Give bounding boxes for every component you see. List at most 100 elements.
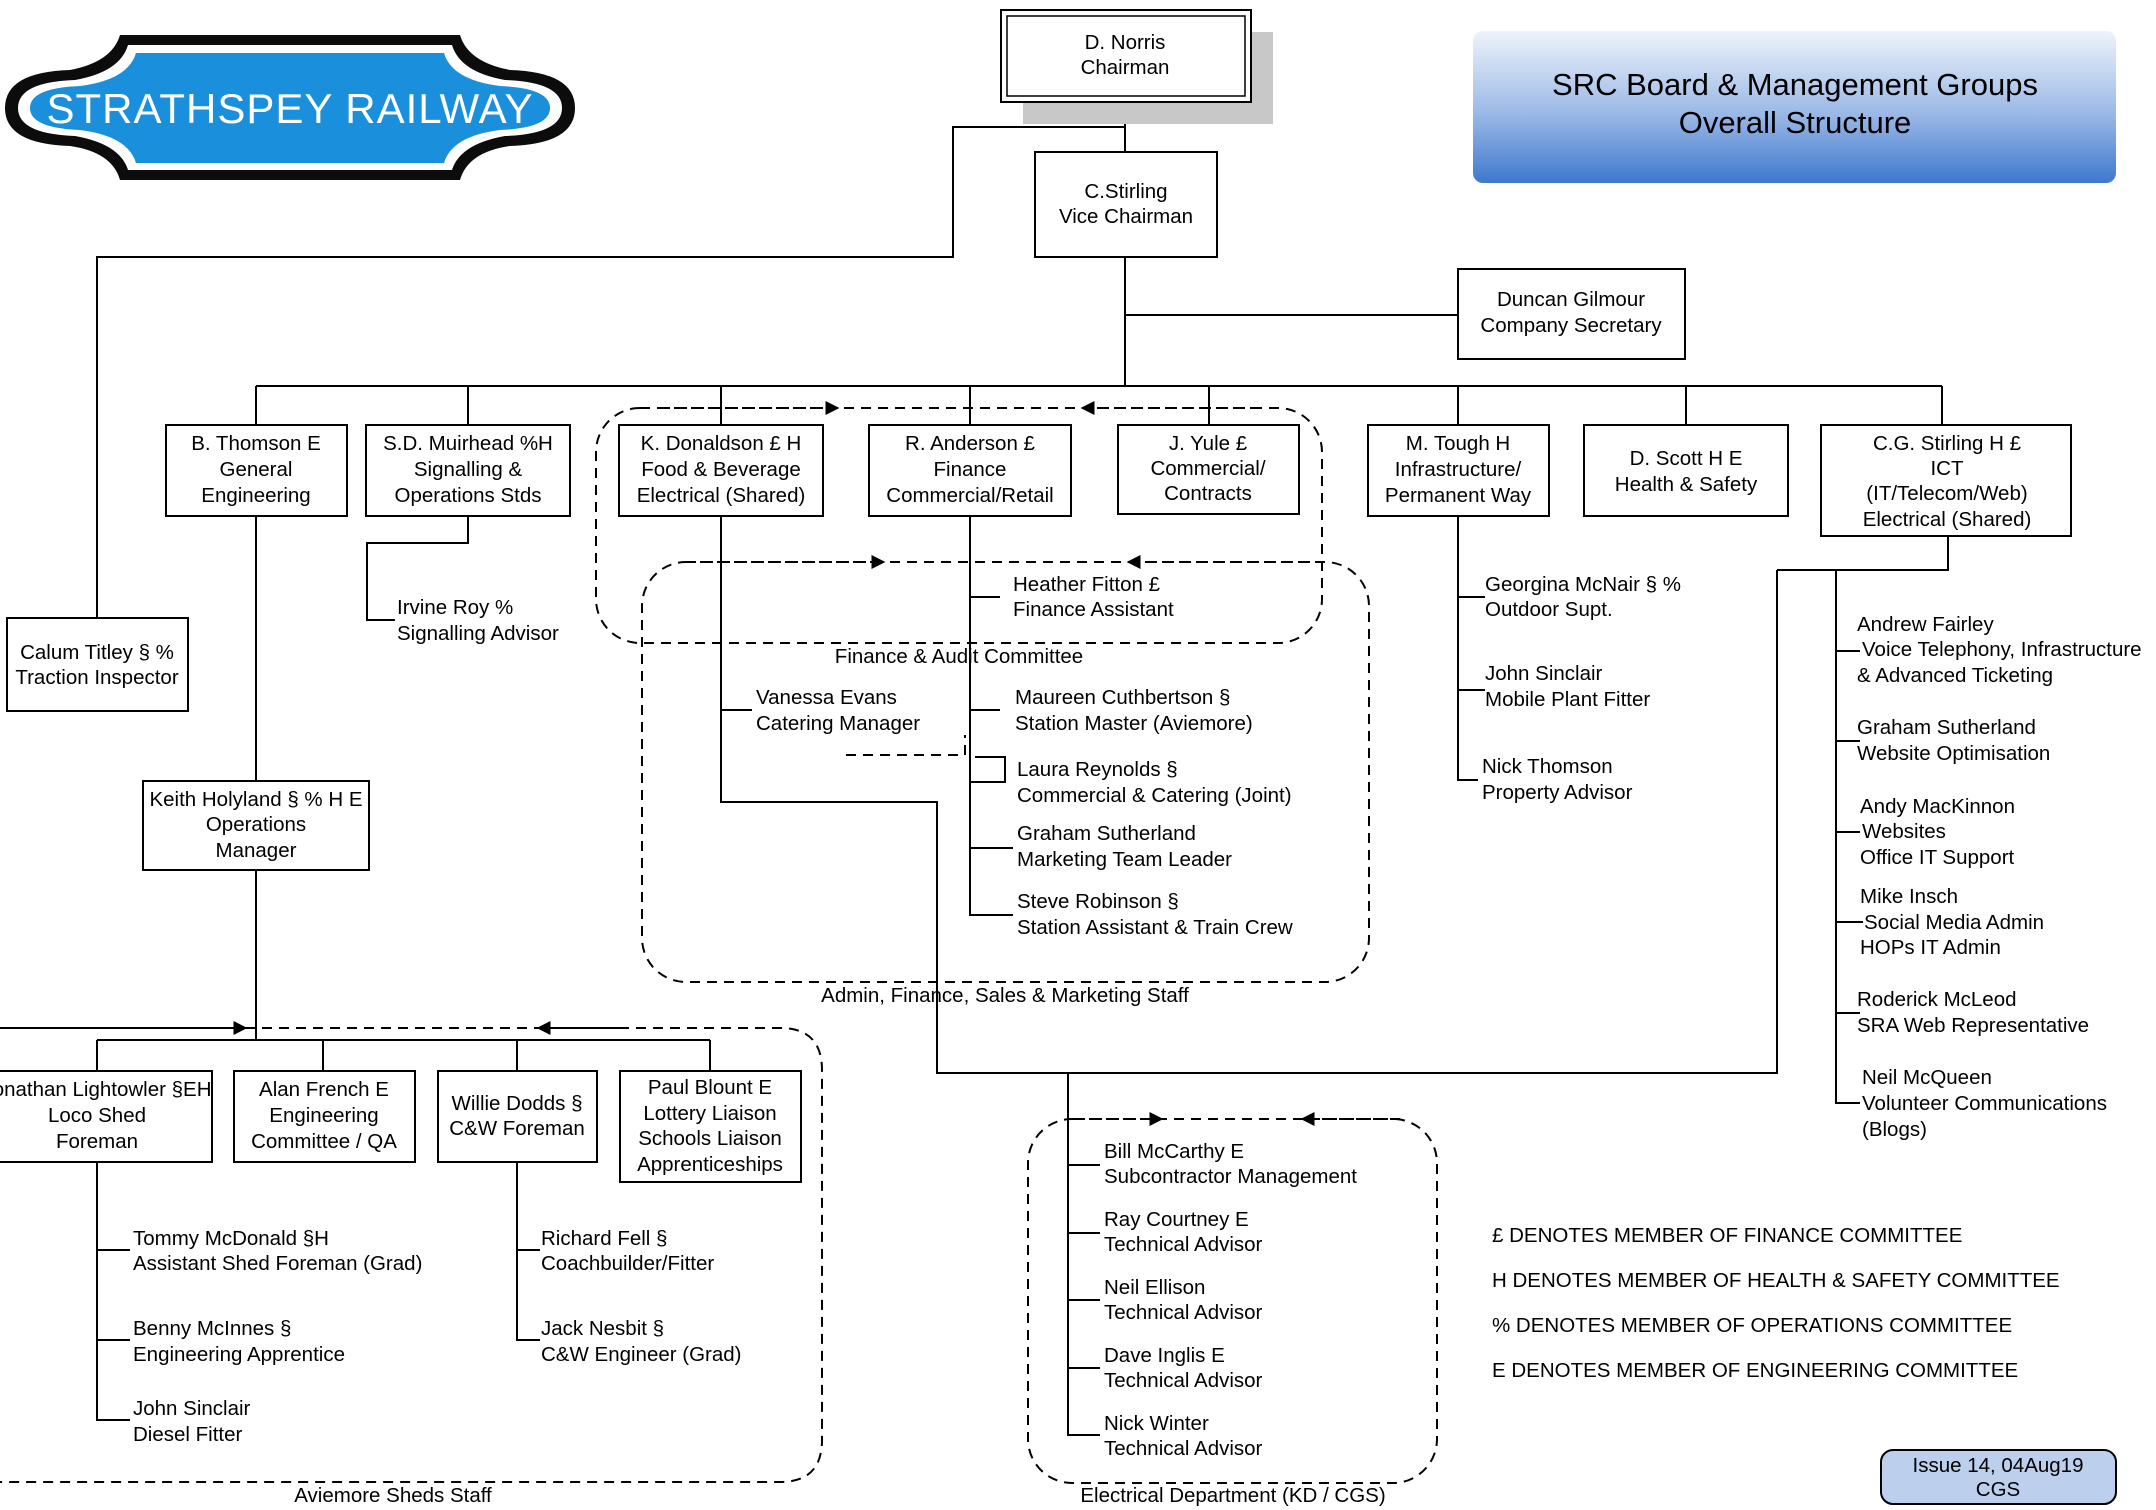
svg-text:Graham Sutherland: Graham Sutherland [1017,822,1196,845]
box-lightowler: Jonathan Lightowler §EH Loco Shed Forema… [0,1070,213,1163]
svg-text:Irvine Roy %: Irvine Roy % [397,596,513,619]
staff-john-sinclair-plant: John Sinclair Mobile Plant Fitter [1485,662,1650,711]
staff-andrew-fairley: Andrew Fairley Voice Telephony, Infrastr… [1857,613,2142,687]
svg-text:Issue 14, 04Aug19: Issue 14, 04Aug19 [1913,1454,2084,1477]
svg-text:Mike Insch: Mike Insch [1860,885,1958,908]
svg-text:Nick Winter: Nick Winter [1104,1412,1209,1435]
aviemore-sheds-label: Aviemore Sheds Staff [294,1484,492,1507]
staff-graham-sutherland-marketing: Graham Sutherland Marketing Team Leader [1017,822,1232,871]
svg-text:R. Anderson £: R. Anderson £ [905,432,1036,455]
staff-richard-fell: Richard Fell § Coachbuilder/Fitter [541,1227,714,1275]
staff-heather-fitton: Heather Fitton £ Finance Assistant [1013,573,1174,621]
box-calum-titley: Calum Titley § % Traction Inspector [6,617,189,712]
svg-text:Neil McQueen: Neil McQueen [1862,1066,1992,1089]
svg-text:John Sinclair: John Sinclair [133,1397,251,1420]
staff-mike-insch: Mike Insch Social Media Admin HOPs IT Ad… [1860,885,2044,959]
svg-text:Finance: Finance [934,458,1007,481]
svg-text:Steve Robinson §: Steve Robinson § [1017,890,1179,913]
svg-text:Engineering: Engineering [269,1104,378,1127]
svg-text:Traction Inspector: Traction Inspector [15,666,178,689]
svg-text:Health & Safety: Health & Safety [1615,473,1758,496]
admin-staff-outline [641,561,1370,983]
box-k-donaldson: K. Donaldson £ H Food & Beverage Electri… [618,424,824,517]
svg-text:Office IT Support: Office IT Support [1860,846,2015,869]
box-r-anderson: R. Anderson £ Finance Commercial/Retail [868,424,1072,517]
svg-text:HOPs IT Admin: HOPs IT Admin [1860,936,2001,959]
admin-staff-label: Admin, Finance, Sales & Marketing Staff [821,984,1189,1007]
svg-text:Commercial/Retail: Commercial/Retail [886,484,1053,507]
staff-graham-sutherland-web: Graham Sutherland Website Optimisation [1857,716,2050,765]
svg-text:Jonathan Lightowler §EH: Jonathan Lightowler §EH [0,1078,212,1101]
staff-roderick-mcleod: Roderick McLeod SRA Web Representative [1857,988,2089,1037]
svg-text:C.G. Stirling H £: C.G. Stirling H £ [1873,432,2022,455]
svg-text:Technical Advisor: Technical Advisor [1104,1369,1263,1392]
box-gilmour: Duncan Gilmour Company Secretary [1457,268,1686,360]
svg-text:Electrical (Shared): Electrical (Shared) [1863,508,2032,531]
svg-text:Voice Telephony, Infrastructur: Voice Telephony, Infrastructure [1862,638,2142,661]
staff-steve-robinson: Steve Robinson § Station Assistant & Tra… [1017,890,1293,939]
box-j-yule: J. Yule £ Commercial/ Contracts [1117,424,1300,515]
svg-text:Commercial & Catering (Joint): Commercial & Catering (Joint) [1017,784,1292,807]
svg-text:Schools Liaison: Schools Liaison [638,1127,782,1150]
svg-text:C.Stirling: C.Stirling [1084,180,1167,203]
svg-text:Committee / QA: Committee / QA [251,1130,397,1153]
staff-nick-thomson: Nick Thomson Property Advisor [1482,755,1633,804]
staff-irvine-roy: Irvine Roy % Signalling Advisor [397,596,559,645]
svg-text:C&W Foreman: C&W Foreman [449,1117,585,1140]
svg-text:SRA Web Representative: SRA Web Representative [1857,1014,2089,1037]
norris-role: Chairman [1081,56,1170,79]
svg-text:Benny McInnes §: Benny McInnes § [133,1317,291,1340]
staff-maureen-cuthbertson: Maureen Cuthbertson § Station Master (Av… [1015,686,1253,735]
svg-text:Websites: Websites [1862,820,1946,843]
svg-text:Property Advisor: Property Advisor [1482,781,1633,804]
svg-text:Calum Titley § %: Calum Titley § % [20,641,174,664]
staff-neil-ellison: Neil Ellison Technical Advisor [1104,1276,1263,1324]
svg-text:Neil Ellison: Neil Ellison [1104,1276,1205,1299]
svg-text:Operations Stds: Operations Stds [395,484,542,507]
svg-text:Permanent Way: Permanent Way [1385,484,1532,507]
svg-text:Ray Courtney E: Ray Courtney E [1104,1208,1249,1231]
svg-text:Signalling &: Signalling & [414,458,523,481]
staff-dave-inglis: Dave Inglis E Technical Advisor [1104,1344,1263,1392]
svg-text:Andy MacKinnon: Andy MacKinnon [1860,795,2015,818]
box-m-tough: M. Tough H Infrastructure/ Permanent Way [1367,424,1550,517]
staff-bill-mccarthy: Bill McCarthy E Subcontractor Management [1104,1140,1357,1188]
svg-text:Volunteer Communications: Volunteer Communications [1862,1092,2107,1115]
svg-text:S.D. Muirhead %H: S.D. Muirhead %H [383,432,553,455]
svg-text:Paul Blount E: Paul Blount E [648,1076,772,1099]
svg-text:Maureen Cuthbertson §: Maureen Cuthbertson § [1015,686,1230,709]
staff-neil-mcqueen: Neil McQueen Volunteer Communications (B… [1862,1066,2107,1141]
box-s-d-muirhead: S.D. Muirhead %H Signalling & Operations… [365,424,571,517]
strathspey-railway-logo: STRATHSPEY RAILWAY [5,35,575,180]
staff-ray-courtney: Ray Courtney E Technical Advisor [1104,1208,1263,1256]
svg-text:Manager: Manager [216,839,297,862]
svg-text:Duncan Gilmour: Duncan Gilmour [1497,288,1645,311]
finance-audit-committee-label: Finance & Audit Committee [835,645,1083,668]
svg-text:Mobile Plant Fitter: Mobile Plant Fitter [1485,688,1650,711]
staff-benny-mcinnes: Benny McInnes § Engineering Apprentice [133,1317,345,1366]
svg-text:Station Master (Aviemore): Station Master (Aviemore) [1015,712,1253,735]
svg-text:Tommy McDonald §H: Tommy McDonald §H [133,1227,329,1250]
box-norris: D. Norris Chairman [1000,9,1273,124]
svg-text:Andrew Fairley: Andrew Fairley [1857,613,1994,636]
svg-text:M. Tough H: M. Tough H [1406,432,1510,455]
box-alan-french: Alan French E Engineering Committee / QA [233,1070,416,1163]
svg-text:J. Yule £: J. Yule £ [1169,432,1248,455]
svg-text:Nick Thomson: Nick Thomson [1482,755,1613,778]
issue-badge: Issue 14, 04Aug19 CGS [1880,1449,2117,1505]
box-paul-blount: Paul Blount E Lottery Liaison Schools Li… [619,1070,802,1183]
svg-text:Vice Chairman: Vice Chairman [1059,205,1193,228]
svg-text:CGS: CGS [1976,1478,2020,1501]
norris-name: D. Norris [1085,31,1166,54]
staff-john-sinclair-diesel: John Sinclair Diesel Fitter [133,1397,251,1446]
svg-text:Infrastructure/: Infrastructure/ [1395,458,1522,481]
svg-text:Diesel Fitter: Diesel Fitter [133,1423,243,1446]
svg-text:Technical Advisor: Technical Advisor [1104,1301,1263,1324]
box-d-scott: D. Scott H E Health & Safety [1583,424,1789,517]
staff-tommy-mcdonald: Tommy McDonald §H Assistant Shed Foreman… [133,1227,422,1275]
svg-text:Engineering Apprentice: Engineering Apprentice [133,1343,345,1366]
electrical-department-label: Electrical Department (KD / CGS) [1080,1484,1385,1507]
svg-text:Technical Advisor: Technical Advisor [1104,1233,1263,1256]
svg-text:Graham Sutherland: Graham Sutherland [1857,716,2036,739]
